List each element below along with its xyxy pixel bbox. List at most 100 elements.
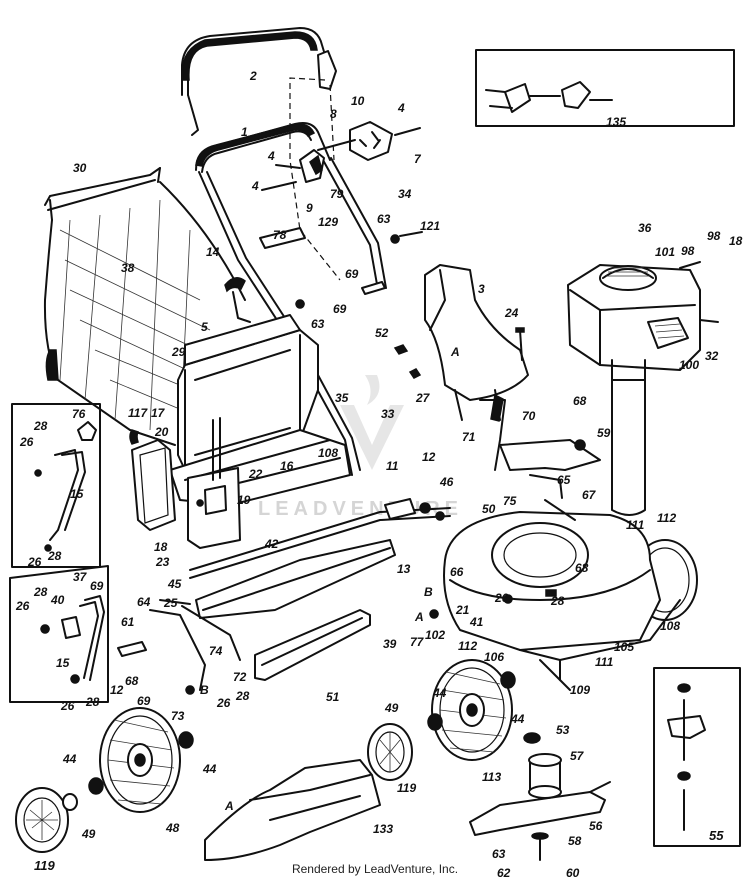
rear-axle [189,498,451,579]
callout-22: 22 [248,467,263,481]
control-cable-2 [329,84,335,161]
callout-36: 36 [638,221,652,235]
callout-28: 28 [33,419,48,433]
callout-27: 27 [415,391,431,405]
callout-4: 4 [267,149,275,163]
callout-37: 37 [73,570,88,584]
callout-23: 23 [155,555,170,569]
callout-44: 44 [62,752,77,766]
callout-29: 29 [171,345,186,359]
callout-100: 100 [679,358,699,372]
callout-64: 64 [137,595,151,609]
rear-chute-deflector [204,759,381,861]
callout-68: 68 [575,561,589,575]
engine-shaft-housing [611,369,646,516]
callout-20: 20 [154,425,169,439]
callout-65: 65 [557,473,571,487]
callout-67: 67 [582,488,597,502]
callout-26: 26 [27,555,42,569]
side-discharge-chute [424,264,529,421]
callout-121: 121 [420,219,440,233]
callout-49: 49 [384,701,399,715]
callout-44: 44 [432,686,447,700]
ref-B: B [200,683,209,697]
callout-21: 21 [455,603,470,617]
ref-A: A [224,799,234,813]
callout-70: 70 [522,409,536,423]
callout-75: 75 [503,494,517,508]
callout-7: 7 [414,152,422,166]
callout-117: 117 [128,406,148,420]
rear-deflector [195,539,396,681]
inset-height-lever-1 [11,403,101,568]
callout-28: 28 [550,594,565,608]
bail-control [261,121,421,191]
callout-106: 106 [484,650,504,664]
hubcap-119 [367,723,413,781]
callout-69: 69 [345,267,359,281]
inset-adapter-55 [653,667,741,847]
callout-63: 63 [311,317,325,331]
callout-18: 18 [154,540,168,554]
ref-B: B [424,585,433,599]
inset-height-lever-2 [9,565,109,703]
callout-78: 78 [273,228,287,242]
callout-5: 5 [201,320,208,334]
callout-77: 77 [410,635,425,649]
callout-59: 59 [597,426,611,440]
callout-129: 129 [318,215,338,229]
callout-26: 26 [60,699,75,713]
mower-deck [443,511,681,681]
callout-111: 111 [595,655,614,669]
callout-57: 57 [570,749,585,763]
control-cable [289,77,341,281]
callout-135: 135 [606,115,626,129]
callout-98: 98 [707,229,721,243]
callout-2: 2 [249,69,257,83]
callout-42: 42 [264,537,279,551]
callout-51: 51 [326,690,340,704]
callout-32: 32 [705,349,719,363]
callout-28: 28 [235,689,250,703]
callout-68: 68 [125,674,139,688]
callout-69: 69 [333,302,347,316]
callout-15: 15 [70,487,84,501]
callout-3: 3 [478,282,485,296]
callout-73: 73 [171,709,185,723]
callout-44: 44 [202,762,217,776]
bearing-44-front [427,713,443,731]
callout-1: 1 [241,125,248,139]
callout-62: 62 [497,866,511,880]
inset-control-135 [475,49,735,127]
callout-61: 61 [121,615,135,629]
callout-119: 119 [397,781,416,795]
callout-9: 9 [306,201,313,215]
callout-63: 63 [492,847,506,861]
callout-18: 18 [729,234,743,248]
callout-11: 11 [386,459,399,473]
callout-76: 76 [72,407,86,421]
callout-12: 12 [422,450,436,464]
callout-49: 49 [81,827,96,841]
callout-28: 28 [85,695,100,709]
callout-53: 53 [556,723,570,737]
render-credit: Rendered by LeadVenture, Inc. [291,862,459,876]
callout-46: 46 [439,475,454,489]
callout-105: 105 [614,640,634,654]
rear-wheel-left [99,707,181,813]
callout-98: 98 [681,244,695,258]
callout-labels: 1 2 3 4 4 4 5 7 8 9 10 11 12 12 13 14 15… [15,69,743,880]
callout-38: 38 [121,261,135,275]
callout-50: 50 [482,502,496,516]
control-rod-70 [479,393,506,471]
callout-111: 111 [626,518,645,532]
callout-39: 39 [383,637,397,651]
callout-12: 12 [110,683,124,697]
callout-30: 30 [73,161,87,175]
callout-34: 34 [398,187,412,201]
callout-108: 108 [318,446,338,460]
callout-101: 101 [655,245,675,259]
bearing-106 [500,671,516,689]
callout-55: 55 [709,828,724,843]
handle-knob [224,277,251,323]
